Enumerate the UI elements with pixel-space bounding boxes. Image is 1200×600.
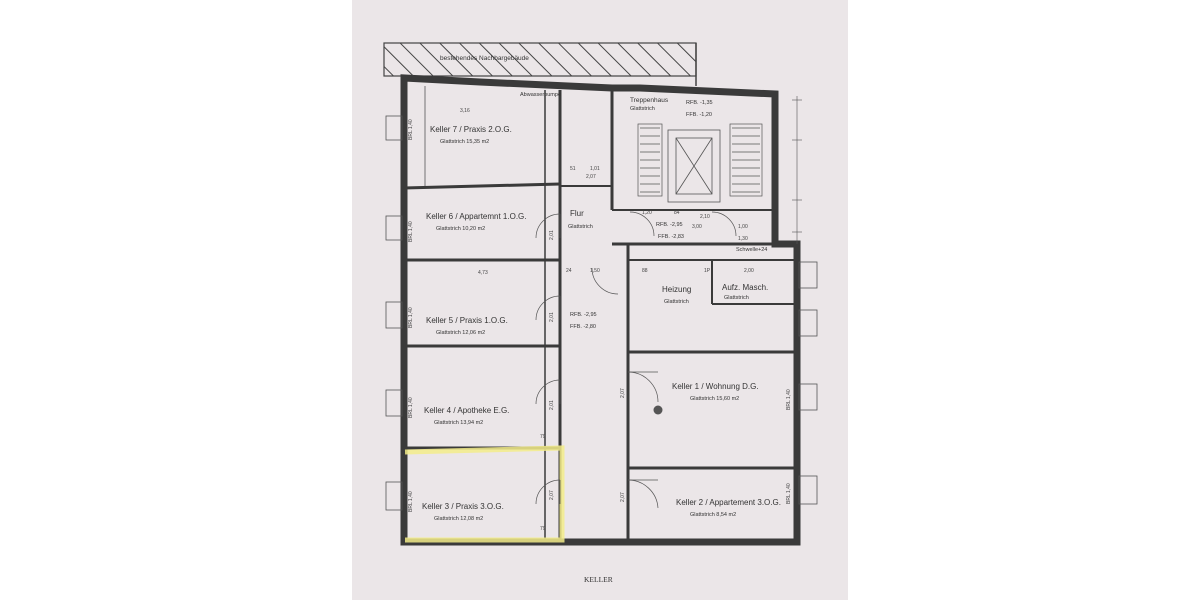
dim-300: 3,00: [692, 224, 702, 230]
room-keller1: Keller 1 / Wohnung D.G. Glattstrich 15,6…: [672, 382, 759, 402]
room-keller5: Keller 5 / Praxis 1.O.G. Glattstrich 12,…: [426, 316, 508, 336]
room-keller3: Keller 3 / Praxis 3.O.G. Glattstrich 12,…: [422, 502, 504, 522]
brl-1: BRL 1,40: [408, 119, 414, 140]
plan-caption: KELLER: [584, 575, 613, 584]
room-area: Glattstrich 13,94 m2: [434, 420, 483, 426]
elevator-shaft: [667, 129, 721, 203]
room-name: Keller 2 / Appartement 3.O.G.: [676, 498, 781, 507]
room-treppenhaus: Treppenhaus Glattstrich: [630, 97, 669, 112]
level-labels: Abwasserpumpe RFB. -2,95 FFB. -2,80 RFB.…: [520, 92, 767, 330]
room-name: Keller 5 / Praxis 1.O.G.: [426, 316, 508, 325]
door-207-a: 2,07: [549, 490, 555, 500]
door-207-c: 2,07: [620, 492, 626, 502]
room-name: Keller 3 / Praxis 3.O.G.: [422, 502, 504, 511]
brl-2: BRL 1,40: [408, 221, 414, 242]
room-area: Glattstrich 15,60 m2: [690, 396, 739, 402]
room-name: Flur: [570, 209, 584, 218]
room-keller2: Keller 2 / Appartement 3.O.G. Glattstric…: [676, 498, 781, 518]
room-area: Glattstrich: [568, 224, 593, 230]
dim-24: 24: [566, 268, 572, 274]
rfb-tr-label: RFB. -1,35: [686, 100, 713, 106]
room-keller4: Keller 4 / Apotheke E.G. Glattstrich 13,…: [424, 406, 509, 426]
neighbor-building: bestehendes Nachbargebäude: [383, 42, 697, 86]
dim-88: 88: [642, 268, 648, 274]
room-name: Heizung: [662, 285, 691, 294]
dim-130: 1,30: [738, 236, 748, 242]
dim-120: 1,20: [642, 210, 652, 216]
dim-473: 4,73: [478, 270, 488, 276]
door-201-c: 2,01: [549, 230, 555, 240]
dim-200: 2,00: [744, 268, 754, 274]
room-name: Keller 6 / Appartemnt 1.O.G.: [426, 212, 527, 221]
dim-79-a: 79: [540, 434, 546, 440]
room-area: Glattstrich 12,08 m2: [434, 516, 483, 522]
door-201-b: 2,01: [549, 312, 555, 322]
room-area: Glattstrich 8,54 m2: [690, 512, 736, 518]
room-area: Glattstrich: [664, 299, 689, 305]
room-area: Glattstrich 15,35 m2: [440, 139, 489, 145]
room-aufzug: Aufz. Masch. Glattstrich: [722, 283, 768, 301]
dimension-lines: [792, 96, 802, 244]
rfb-flur-label: RFB. -2,95: [570, 312, 597, 318]
dim-1p: 1P: [704, 268, 711, 274]
neighbor-label: bestehendes Nachbargebäude: [440, 55, 529, 62]
room-name: Aufz. Masch.: [722, 283, 768, 292]
dim-79-b: 79: [540, 526, 546, 532]
abwasser-label: Abwasserpumpe: [520, 92, 561, 98]
room-area: Glattstrich: [724, 295, 749, 301]
ffb-tr2-label: FFB. -2,83: [658, 234, 684, 240]
room-keller6: Keller 6 / Appartemnt 1.O.G. Glattstrich…: [426, 212, 527, 232]
brl-7: BRL 1,40: [786, 483, 792, 504]
dim-100: 1,00: [738, 224, 748, 230]
dim-207: 2,07: [586, 174, 596, 180]
room-keller7: Keller 7 / Praxis 2.O.G. Glattstrich 15,…: [430, 125, 512, 145]
dim-316: 3,16: [460, 108, 470, 114]
door-201-a: 2,01: [549, 400, 555, 410]
schwelle-label: Schwelle+24: [736, 247, 767, 253]
keller-3-highlight: [404, 445, 565, 543]
plan-sheet: [352, 0, 848, 600]
brl-4: BRL 1,40: [408, 397, 414, 418]
room-name: Keller 4 / Apotheke E.G.: [424, 406, 509, 415]
ffb-flur-label: FFB. -2,80: [570, 324, 596, 330]
dim-150: 1,50: [590, 268, 600, 274]
floor-drain: [653, 405, 663, 415]
brl-3: BRL 1,40: [408, 307, 414, 328]
outer-walls: [400, 74, 801, 546]
door-207-b: 2,07: [620, 388, 626, 398]
dim-84: 84: [674, 210, 680, 216]
rfb-tr2-label: RFB. -2,95: [656, 222, 683, 228]
stairs: [637, 123, 763, 197]
room-area: Glattstrich 12,06 m2: [436, 330, 485, 336]
ffb-tr-label: FFB. -1,20: [686, 112, 712, 118]
right-windows: [798, 261, 818, 505]
interior-walls: [403, 86, 797, 542]
room-heizung: Heizung Glattstrich: [662, 285, 691, 305]
dim-210: 2,10: [700, 214, 710, 220]
dim-51: 51: [570, 166, 576, 172]
brl-6: BRL 1,40: [786, 389, 792, 410]
left-windows: [385, 115, 403, 511]
room-area: Glattstrich: [630, 106, 655, 112]
room-name: Treppenhaus: [630, 97, 669, 104]
brl-labels: BRL 1,40 BRL 1,40 BRL 1,40 BRL 1,40 BRL …: [408, 119, 792, 512]
brl-5: BRL 1,40: [408, 491, 414, 512]
room-name: Keller 1 / Wohnung D.G.: [672, 382, 759, 391]
room-name: Keller 7 / Praxis 2.O.G.: [430, 125, 512, 134]
room-area: Glattstrich 10,20 m2: [436, 226, 485, 232]
dimension-texts: 3,16 4,73 24 88 1P 2,00 1,50 1,20 2,10 3…: [460, 108, 754, 532]
dim-101: 1,01: [590, 166, 600, 172]
doors: [535, 211, 737, 509]
room-flur: Flur Glattstrich: [568, 209, 593, 230]
